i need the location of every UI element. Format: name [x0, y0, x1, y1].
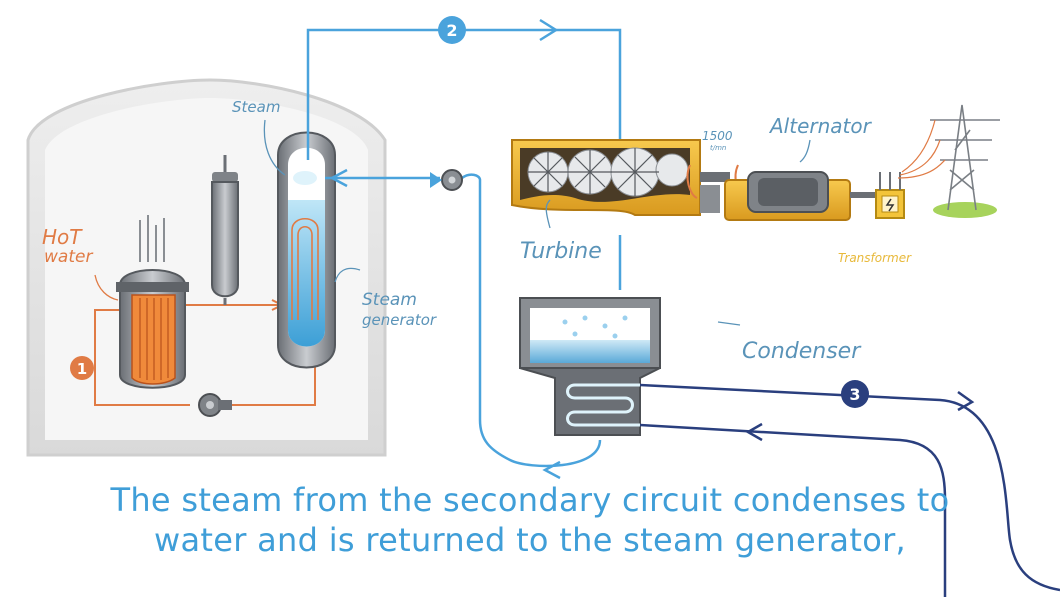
label-speed-value: 1500 — [702, 129, 733, 143]
circuit-3-badge: 3 — [841, 380, 869, 408]
caption-line-2: water and is returned to the steam gener… — [154, 521, 906, 559]
power-pylon — [897, 104, 1000, 218]
label-hot-water-1: HoT — [42, 225, 83, 249]
turbine — [511, 139, 730, 216]
circuit-1-badge: 1 — [70, 356, 94, 380]
tertiary-circuit — [639, 383, 1060, 597]
secondary-arrows — [329, 18, 561, 480]
label-steam-generator-2: generator — [362, 311, 437, 329]
alternator — [724, 171, 880, 221]
svg-text:1: 1 — [77, 360, 87, 378]
transformer — [875, 172, 905, 219]
label-speed-unit: t/mn — [710, 144, 726, 152]
condensate-droplets — [562, 315, 628, 339]
tertiary-arrows — [745, 390, 975, 442]
svg-text:2: 2 — [446, 21, 457, 40]
reactor-vessel — [116, 215, 189, 389]
steam-generator — [277, 131, 336, 369]
label-condenser: Condenser — [742, 339, 862, 364]
primary-circuit — [94, 299, 316, 406]
label-turbine: Turbine — [520, 239, 602, 264]
caption-line-1: The steam from the secondary circuit con… — [110, 481, 950, 519]
label-transformer: Transformer — [838, 251, 912, 265]
condenser — [519, 297, 661, 436]
primary-pump — [198, 393, 232, 417]
pressurizer — [211, 155, 239, 305]
label-hot-water-2: water — [44, 247, 93, 267]
label-pointers — [94, 119, 811, 326]
caption: The steam from the secondary circuit con… — [0, 480, 1060, 560]
svg-text:3: 3 — [849, 385, 860, 404]
label-alternator: Alternator — [768, 114, 873, 138]
feedwater-pump — [430, 169, 463, 191]
label-steam-generator-1: Steam — [362, 290, 417, 310]
circuit-2-badge: 2 — [438, 16, 466, 44]
label-steam: Steam — [232, 98, 280, 116]
turbine-blades — [527, 147, 689, 197]
